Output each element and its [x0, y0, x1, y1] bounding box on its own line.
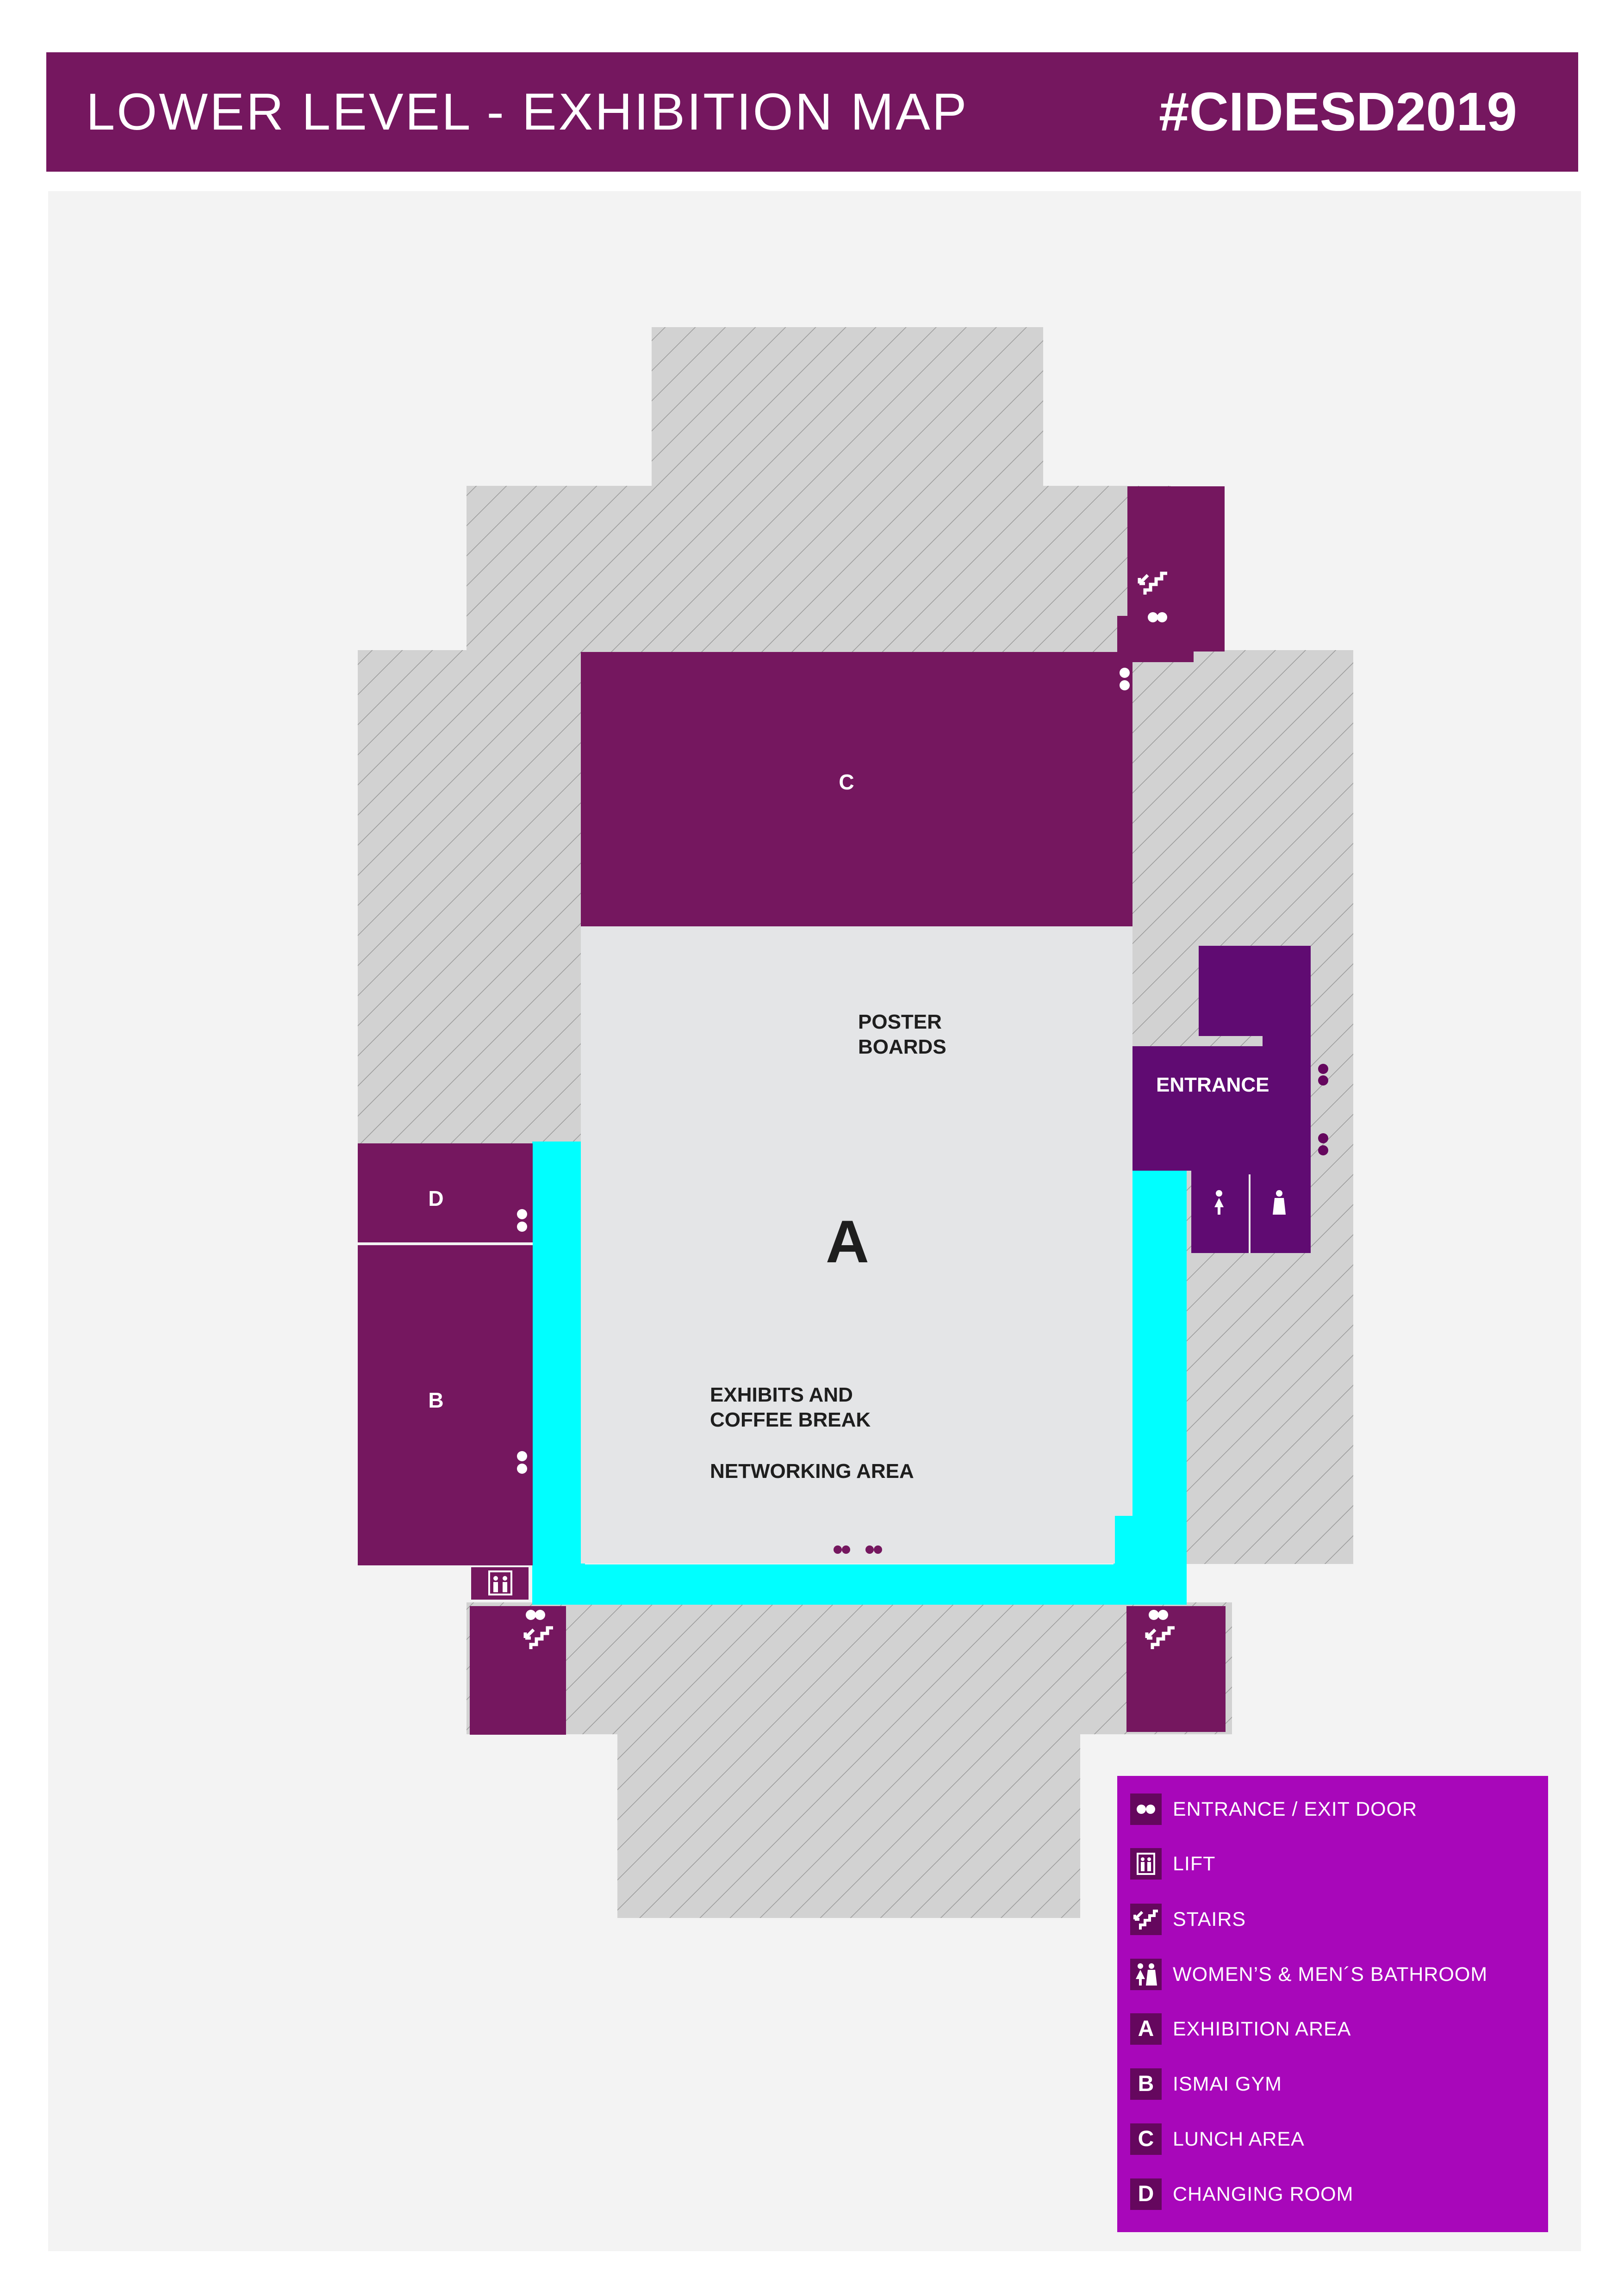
door-icon [526, 1610, 545, 1620]
legend-item-exhibition-area: A EXHIBITION AREA [1130, 2011, 1547, 2048]
room-b-label: B [428, 1388, 444, 1412]
door-icon [1149, 1610, 1168, 1620]
hatched-upper-wide [467, 486, 1171, 657]
stairs-block-bottom-left [470, 1606, 566, 1735]
map-panel: C POSTER BOARDS A EXHIBITS AND COFFEE BR… [48, 191, 1581, 2251]
legend-item-lift: LIFT [1130, 1845, 1547, 1882]
floor-plan [358, 327, 1353, 1918]
map-legend: ENTRANCE / EXIT DOOR LIFT STAIRS WO [1117, 1776, 1548, 2232]
door-block-top-right [1117, 616, 1194, 662]
entrance-label: ENTRANCE [1156, 1074, 1269, 1096]
exhibits-label-line1: EXHIBITS AND [710, 1384, 853, 1406]
stairs-icon [1145, 1626, 1175, 1649]
exhibits-label-line2: COFFEE BREAK [710, 1409, 871, 1431]
legend-item-door: ENTRANCE / EXIT DOOR [1130, 1791, 1547, 1828]
door-icon [1130, 1793, 1162, 1825]
lift-icon [488, 1570, 512, 1595]
men-bathroom-icon [1273, 1190, 1286, 1215]
legend-label: EXHIBITION AREA [1173, 2018, 1351, 2040]
legend-label: STAIRS [1173, 1908, 1246, 1930]
women-bathroom-icon [1214, 1190, 1224, 1215]
legend-item-bathroom: WOMEN’S & MEN´S BATHROOM [1130, 1956, 1547, 1993]
door-icon [1120, 668, 1130, 690]
letter-d-icon: D [1130, 2178, 1162, 2210]
room-d-label: D [428, 1186, 444, 1210]
header-bar: LOWER LEVEL - EXHIBITION MAP #CIDESD2019 [46, 52, 1578, 172]
lift-icon [1130, 1848, 1162, 1880]
entrance-block [1132, 946, 1311, 1253]
legend-item-lunch-area: C LUNCH AREA [1130, 2121, 1547, 2158]
stairs-icon [1138, 571, 1167, 595]
legend-item-stairs: STAIRS [1130, 1901, 1547, 1938]
hatched-bottom-block [617, 1727, 1080, 1918]
legend-label: ISMAI GYM [1173, 2073, 1282, 2095]
room-d [358, 1143, 533, 1242]
letter-b-icon: B [1130, 2068, 1162, 2100]
area-a-label: A [826, 1208, 869, 1275]
legend-item-changing-room: D CHANGING ROOM [1130, 2176, 1547, 2213]
exhibition-hall [581, 925, 1132, 1564]
door-icon [834, 1545, 882, 1554]
event-hashtag: #CIDESD2019 [1159, 81, 1517, 143]
door-icon [1318, 1133, 1328, 1155]
legend-label: ENTRANCE / EXIT DOOR [1173, 1798, 1418, 1820]
page-title: LOWER LEVEL - EXHIBITION MAP [86, 83, 969, 141]
legend-label: LIFT [1173, 1853, 1216, 1875]
poster-boards-label-line2: BOARDS [858, 1036, 946, 1058]
legend-label: LUNCH AREA [1173, 2128, 1305, 2150]
door-icon [517, 1451, 527, 1474]
hatched-left-wing [358, 650, 584, 1148]
poster-boards-label-line1: POSTER [858, 1011, 942, 1033]
room-b [358, 1245, 533, 1565]
letter-a-icon: A [1130, 2013, 1162, 2045]
letter-c-icon: C [1130, 2123, 1162, 2155]
room-c-label: C [839, 770, 854, 794]
legend-label: WOMEN’S & MEN´S BATHROOM [1173, 1963, 1488, 1986]
door-icon [517, 1209, 527, 1232]
room-c [581, 652, 1132, 926]
legend-item-gym: B ISMAI GYM [1130, 2066, 1547, 2103]
stairs-icon [523, 1626, 553, 1649]
stairs-icon [1130, 1904, 1162, 1935]
door-icon [1318, 1064, 1328, 1086]
hatched-top-block [652, 327, 1043, 492]
door-icon [1148, 612, 1167, 622]
networking-area-label: NETWORKING AREA [710, 1460, 914, 1483]
stairs-block-bottom-right [1126, 1606, 1226, 1732]
hatched-lower-wide [467, 1602, 1232, 1734]
legend-label: CHANGING ROOM [1173, 2183, 1354, 2205]
bathroom-icon [1130, 1959, 1162, 1990]
